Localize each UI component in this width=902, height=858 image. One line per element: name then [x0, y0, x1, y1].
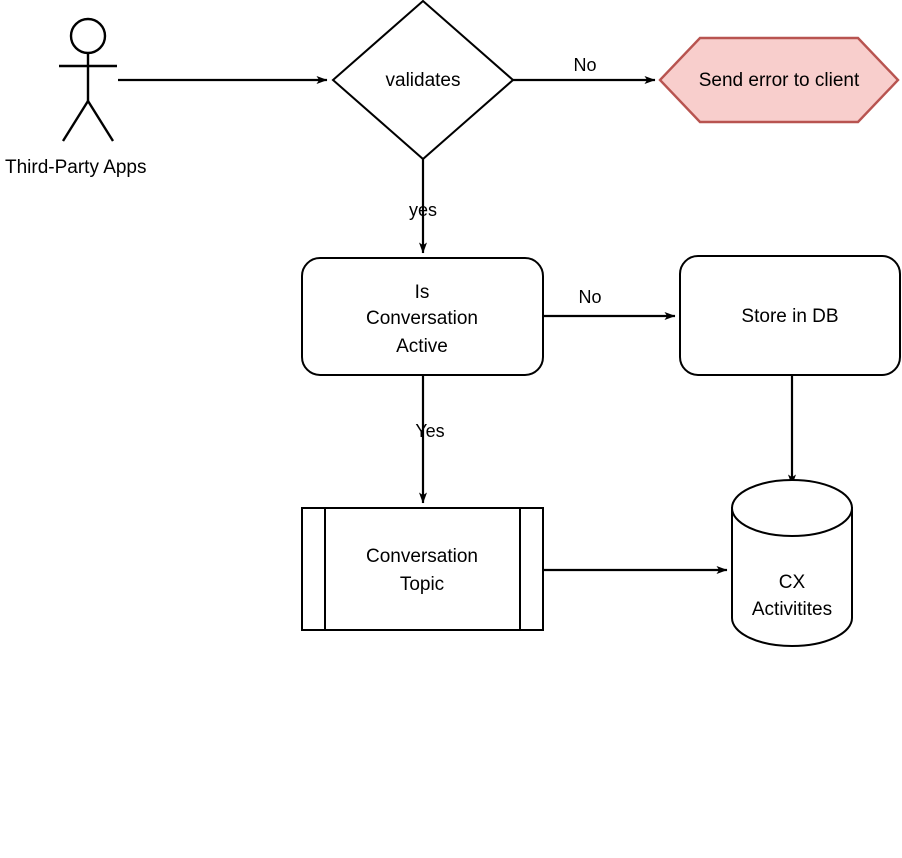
node-is-conversation-active-line2: Conversation — [366, 308, 478, 329]
node-is-conversation-active-line1: Is — [415, 282, 430, 303]
node-validates[interactable]: validates — [331, 0, 515, 161]
edge-validates-to-send-error: No — [513, 55, 656, 84]
stick-figure-actor-icon — [59, 17, 117, 142]
node-conversation-topic-line1: Conversation — [366, 546, 478, 567]
edge-label-no-validates: No — [573, 55, 596, 75]
node-store-in-db-label: Store in DB — [741, 306, 838, 327]
node-is-conversation-active[interactable]: Is Conversation Active — [301, 257, 544, 376]
node-conversation-topic-line2: Topic — [400, 574, 444, 595]
node-cx-activities-line1: CX — [779, 572, 806, 593]
node-cx-activities[interactable]: CX Activitites — [731, 479, 853, 647]
edge-active-to-store-in-db: No — [543, 287, 676, 320]
actor-third-party-apps[interactable]: Third-Party Apps — [5, 17, 147, 178]
node-validates-label: validates — [386, 70, 461, 91]
node-conversation-topic[interactable]: Conversation Topic — [301, 507, 544, 631]
node-is-conversation-active-line3: Active — [396, 336, 448, 357]
node-store-in-db[interactable]: Store in DB — [679, 255, 901, 376]
node-cx-activities-line2: Activitites — [752, 599, 832, 620]
node-send-error-label: Send error to client — [699, 70, 860, 91]
edge-active-to-conversation-topic: Yes — [415, 375, 445, 504]
node-send-error-to-client[interactable]: Send error to client — [658, 36, 900, 124]
edge-validates-to-is-conversation-active: yes — [409, 159, 437, 254]
edge-label-yes-active: Yes — [415, 421, 444, 441]
edge-label-no-active: No — [578, 287, 601, 307]
edge-label-yes-validates: yes — [409, 200, 437, 220]
actor-label: Third-Party Apps — [5, 157, 147, 178]
